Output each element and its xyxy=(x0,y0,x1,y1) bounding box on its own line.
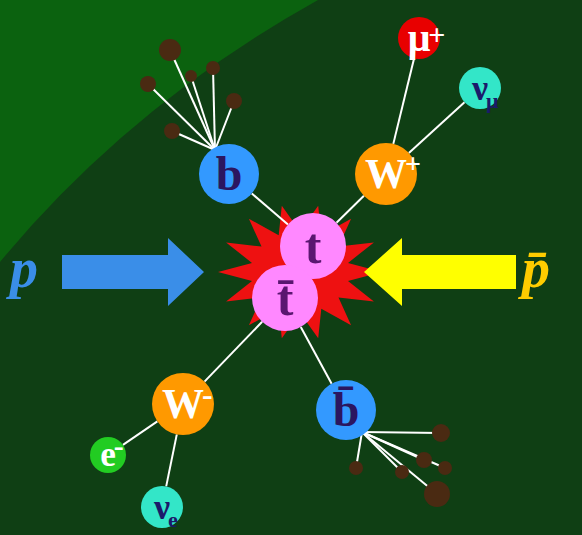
particle-symbol: ν xyxy=(154,489,170,525)
beam-label: p xyxy=(10,240,38,296)
particle-symbol: ν xyxy=(472,70,488,106)
particle-index: - xyxy=(202,378,213,410)
beam-label: p̄ xyxy=(522,240,550,296)
collision-star xyxy=(218,206,382,339)
particle-circle: e- xyxy=(90,437,126,473)
decay-line xyxy=(301,327,332,384)
antiproton-arrow xyxy=(364,238,516,306)
decay-line xyxy=(166,434,177,486)
particle-circle: t̄ xyxy=(252,265,318,331)
decay-line xyxy=(252,194,288,225)
particle-index: + xyxy=(428,20,445,50)
particle-circle: μ+ xyxy=(398,17,440,59)
particle-circle: νe xyxy=(141,486,183,528)
particle-index: - xyxy=(114,431,124,461)
particle-index: e xyxy=(168,509,178,531)
particle-index: + xyxy=(405,150,421,178)
particle-symbol: t̄ xyxy=(277,273,294,323)
particle-symbol: e xyxy=(100,437,116,472)
particle-symbol: b̄ xyxy=(333,386,360,434)
particle-symbol: W xyxy=(365,153,407,195)
decay-line xyxy=(393,58,414,143)
particle-index: μ xyxy=(486,90,498,112)
particle-circle: W- xyxy=(152,373,214,435)
decay-line xyxy=(409,102,465,153)
particle-circle: νμ xyxy=(459,67,501,109)
background-region xyxy=(0,0,318,262)
particle-circle: b̄ xyxy=(316,380,376,440)
particle-circle: W+ xyxy=(355,143,417,205)
particle-symbol: μ xyxy=(408,18,431,58)
particle-circle: b xyxy=(199,144,259,204)
decay-line xyxy=(336,196,363,223)
proton-arrow xyxy=(62,238,204,306)
particle-symbol: W xyxy=(162,383,204,425)
decay-line xyxy=(123,421,157,444)
particle-symbol: b xyxy=(216,150,243,198)
particle-symbol: t xyxy=(305,221,322,271)
decay-line xyxy=(204,322,262,382)
